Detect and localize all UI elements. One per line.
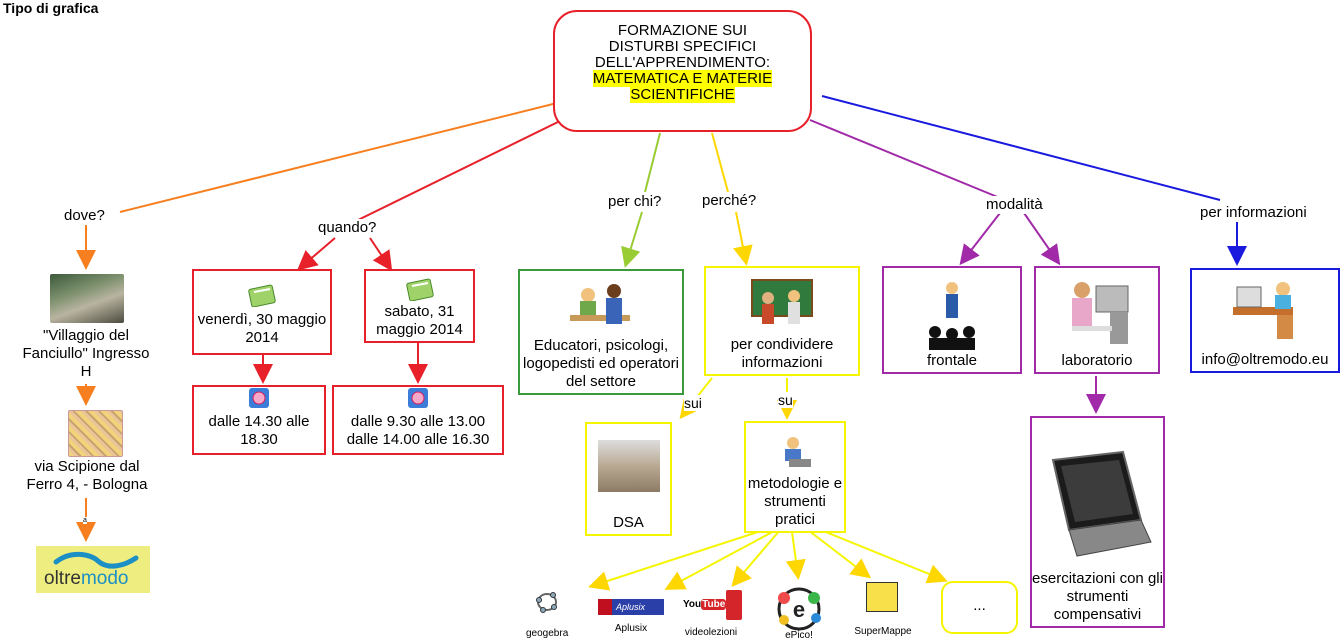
geogebra-label: geogebra xyxy=(526,628,569,639)
info-email: info@oltremodo.eu xyxy=(1201,351,1329,368)
epico-label: ePico! xyxy=(785,630,813,641)
videolezioni-tool: YouTube videolezioni xyxy=(680,588,750,642)
office-worker-icon xyxy=(1233,282,1293,339)
frontale-node: frontale xyxy=(882,266,1022,374)
videolezioni-label: videolezioni xyxy=(684,627,738,638)
place-text: "Villaggio del Fanciullo" Ingresso H xyxy=(22,327,150,380)
dsa-photo xyxy=(597,440,660,492)
youtube-icon: YouTube xyxy=(683,599,727,610)
lecture-icon xyxy=(929,282,975,350)
aplusix-label: Aplusix xyxy=(614,623,648,634)
supermappe-tool: SuperMappe xyxy=(852,580,916,640)
root-line-1: FORMAZIONE SUI xyxy=(617,22,748,39)
link-quando: quando? xyxy=(316,219,379,237)
link-per-chi: per chi? xyxy=(606,193,664,211)
root-highlight-1: MATEMATICA E MATERIE xyxy=(592,70,773,87)
supermappe-icon xyxy=(866,582,898,612)
frontale-text: frontale xyxy=(926,352,978,369)
oltremodo-logo: oltremodo xyxy=(36,546,150,593)
laboratorio-node: laboratorio xyxy=(1034,266,1160,374)
day2-text: sabato, 31 maggio 2014 xyxy=(376,303,463,338)
day2-node: sabato, 31 maggio 2014 xyxy=(364,269,475,343)
computer-user-icon xyxy=(1072,282,1129,344)
laptop-person-icon xyxy=(785,437,811,467)
time2-node: dalle 9.30 alle 13.00 dalle 14.00 alle 1… xyxy=(332,385,504,455)
time2-text-a: dalle 9.30 alle 13.00 xyxy=(350,413,486,430)
city-map-image xyxy=(68,410,123,457)
geogebra-tool: geogebra xyxy=(526,590,568,644)
link-modalita: modalità xyxy=(984,196,1045,214)
root-node: FORMAZIONE SUI DISTURBI SPECIFICI DELL'A… xyxy=(553,10,812,132)
time1-text: dalle 14.30 alle 18.30 xyxy=(208,413,310,448)
more-tools-text: ... xyxy=(973,597,986,614)
root-line-3: DELL'APPRENDIMENTO: xyxy=(594,54,771,71)
geogebra-icon xyxy=(536,592,557,613)
time2-text-b: dalle 14.00 alle 16.30 xyxy=(346,431,490,448)
calendar-icon xyxy=(405,278,434,301)
epico-icon: e xyxy=(777,587,821,631)
dsa-text: DSA xyxy=(613,514,644,531)
more-tools-node: ... xyxy=(941,581,1018,634)
purpose-text: per condividere informazioni xyxy=(730,336,834,371)
clock-icon xyxy=(249,388,269,408)
logo-text-oltre: oltre xyxy=(44,568,81,589)
link-sui: sui xyxy=(684,395,702,411)
exercises-node: esercitazioni con gli strumenti compensa… xyxy=(1030,416,1165,628)
day1-node: venerdì, 30 maggio 2014 xyxy=(192,269,332,355)
aplusix-icon: Aplusix xyxy=(598,599,664,615)
youtube-app-icon xyxy=(726,590,742,620)
laptop-icon xyxy=(1051,450,1152,557)
methods-text: metodologie e strumenti pratici xyxy=(747,475,843,528)
link-dove: dove? xyxy=(62,207,107,225)
supermappe-label: SuperMappe xyxy=(854,626,912,637)
aplusix-tool: Aplusix Aplusix xyxy=(598,599,668,639)
link-su: su xyxy=(778,392,793,408)
teacher-student-icon xyxy=(570,284,630,324)
link-per-informazioni: per informazioni xyxy=(1198,204,1309,222)
day1-text: venerdì, 30 maggio 2014 xyxy=(197,311,327,346)
root-line-2: DISTURBI SPECIFICI xyxy=(608,38,757,55)
link-perche: perché? xyxy=(700,192,759,210)
svg-text:e: e xyxy=(793,597,805,622)
logo-text-modo: modo xyxy=(80,568,129,589)
laboratorio-text: laboratorio xyxy=(1061,352,1133,369)
root-highlight-2: SCIENTIFICHE xyxy=(630,86,735,103)
clock-icon xyxy=(408,388,428,408)
time1-node: dalle 14.30 alle 18.30 xyxy=(192,385,326,455)
methods-node: metodologie e strumenti pratici xyxy=(744,421,846,533)
target-audience-text: Educatori, psicologi, logopedisti ed ope… xyxy=(523,337,679,390)
street-photo xyxy=(50,274,124,323)
target-audience-node: Educatori, psicologi, logopedisti ed ope… xyxy=(518,269,684,395)
logo-wave-icon xyxy=(53,551,139,569)
diagram-title: Tipo di grafica xyxy=(3,0,99,16)
address-text: via Scipione dal Ferro 4, - Bologna xyxy=(26,458,148,493)
exercises-text: esercitazioni con gli strumenti compensa… xyxy=(1032,570,1163,623)
link-a: a xyxy=(83,517,87,524)
calendar-icon xyxy=(248,284,276,307)
classroom-icon xyxy=(751,279,813,324)
info-node: info@oltremodo.eu xyxy=(1190,268,1340,373)
dsa-node: DSA xyxy=(585,422,672,536)
purpose-node: per condividere informazioni xyxy=(704,266,860,376)
epico-tool: e ePico! xyxy=(776,586,824,642)
